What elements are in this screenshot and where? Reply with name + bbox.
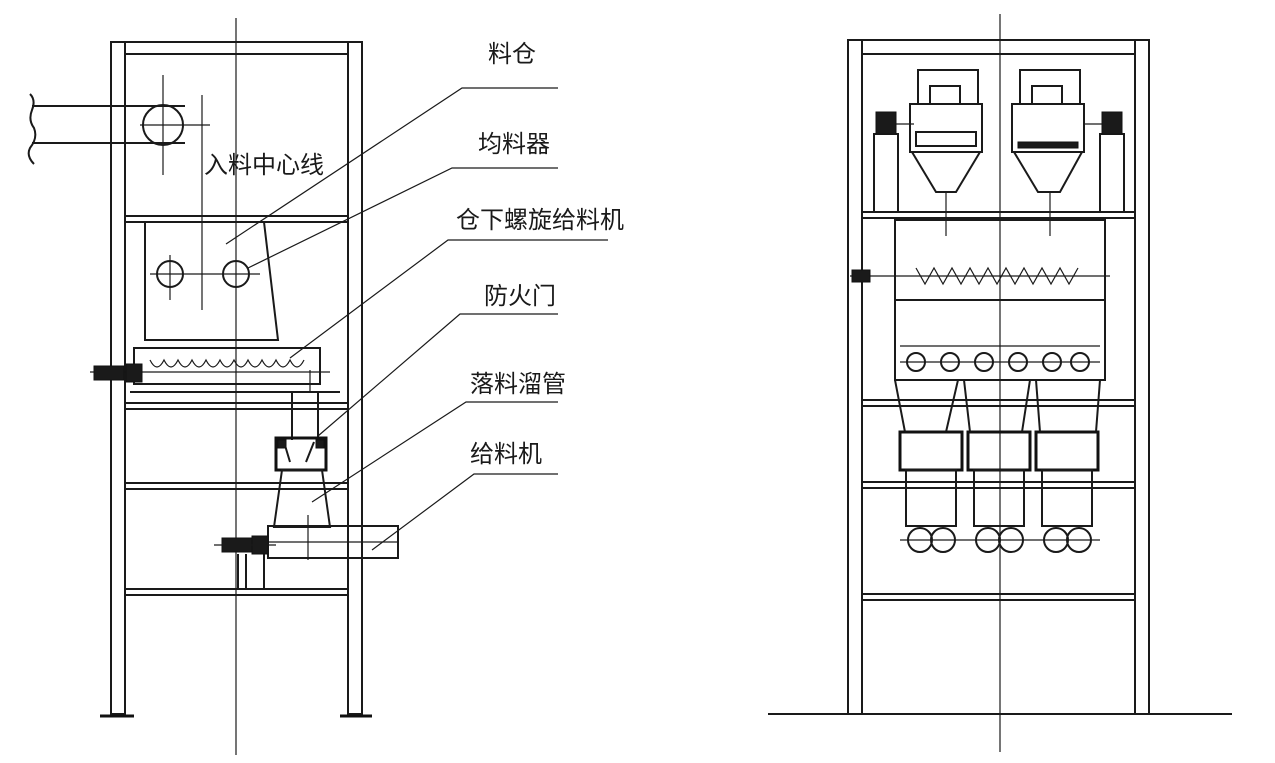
outlet-hoppers xyxy=(894,379,1101,553)
top-units xyxy=(873,69,1125,236)
side-view: 入料中心线 料仓 均料器 仓下螺旋给料机 防火门 落料溜管 给料机 xyxy=(27,18,624,755)
chute-label: 落料溜管 xyxy=(470,370,566,398)
bin-label: 料仓 xyxy=(488,40,536,68)
screw-feeder-label: 仓下螺旋给料机 xyxy=(456,206,624,234)
fire-door-label: 防火门 xyxy=(484,282,556,310)
bin xyxy=(144,221,280,341)
front-frame xyxy=(768,14,1232,752)
callout-leaders xyxy=(225,87,608,551)
front-view xyxy=(768,14,1232,752)
feeder-label: 给料机 xyxy=(470,440,542,468)
screw-feeder xyxy=(90,347,340,393)
centerline-label: 入料中心线 xyxy=(204,151,324,179)
distributor-label: 均料器 xyxy=(478,130,550,158)
chute xyxy=(272,469,332,528)
front-distributor xyxy=(850,219,1110,381)
feeder xyxy=(214,515,399,589)
